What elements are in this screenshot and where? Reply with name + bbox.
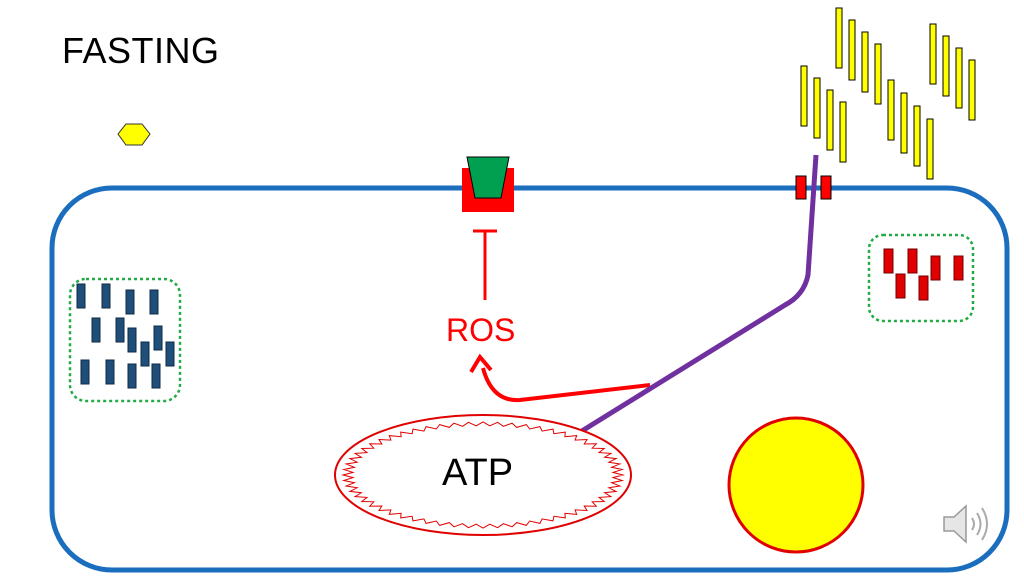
glucose-hexagon [117, 123, 151, 146]
ros-arrow [469, 353, 651, 403]
membrane-channel-left [795, 175, 807, 200]
vesicle-red-granules [867, 233, 975, 323]
receptor-ligand [466, 156, 510, 199]
membrane-receptor [462, 156, 514, 212]
membrane-channel-right [820, 175, 832, 200]
mitochondrion [334, 414, 632, 536]
ros-inhibition-line [473, 229, 497, 300]
atp-label: ATP [442, 452, 514, 494]
speaker-icon[interactable] [940, 500, 1000, 548]
lipid-droplet [727, 416, 865, 554]
fatty-acid-pathway-arrow [539, 154, 819, 458]
ros-label: ROS [446, 312, 516, 348]
vesicle-dark-granules [68, 277, 182, 403]
slide-title: FASTING [62, 30, 220, 71]
cell-membrane [49, 185, 1010, 573]
fatty-acid-bars [800, 7, 976, 180]
